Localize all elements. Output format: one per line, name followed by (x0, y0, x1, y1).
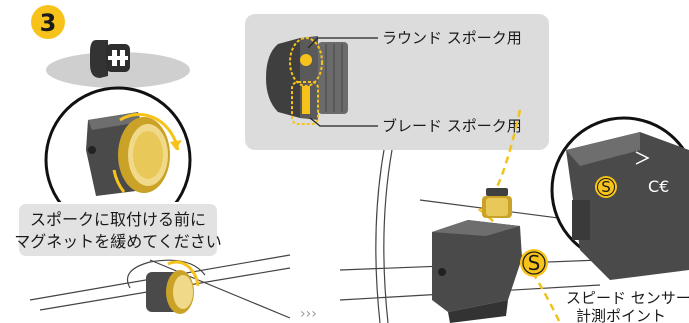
caution-note: スポークに取付ける前に マグネットを緩めてください (14, 202, 222, 258)
callout-lines (307, 37, 378, 127)
magnet-on-spoke-icon (146, 260, 200, 314)
s-small-text: S (601, 178, 611, 196)
next-arrow-icon: ››› (300, 306, 317, 322)
sensor-zoom-circle: S C€ (550, 116, 689, 280)
svg-text:›››: ››› (300, 306, 317, 322)
magnet-path-guide (477, 109, 562, 323)
round-spoke-label: ラウンド スポーク用 (382, 29, 522, 47)
speed-sensor-label-2: 計測ポイント (576, 307, 666, 323)
step-number: 3 (40, 9, 57, 37)
magnet-detail-icon (266, 36, 348, 125)
note-line-1: スポークに取付ける前に (30, 210, 206, 229)
spoke-magnet-icon (482, 188, 512, 218)
magnet-small-icon (90, 40, 130, 78)
ce-mark: C€ (648, 177, 669, 196)
speed-sensor-body (432, 220, 522, 323)
magnet-loosen-zoom (44, 86, 192, 234)
s-large-text: S (528, 251, 541, 275)
note-line-2: マグネットを緩めてください (14, 232, 222, 251)
speed-sensor-label-1: スピード センサー (566, 289, 689, 307)
blade-spoke-label: ブレード スポーク用 (382, 117, 522, 135)
step-badge: 3 (31, 5, 65, 39)
sensor-point-large-badge: S (520, 249, 548, 277)
